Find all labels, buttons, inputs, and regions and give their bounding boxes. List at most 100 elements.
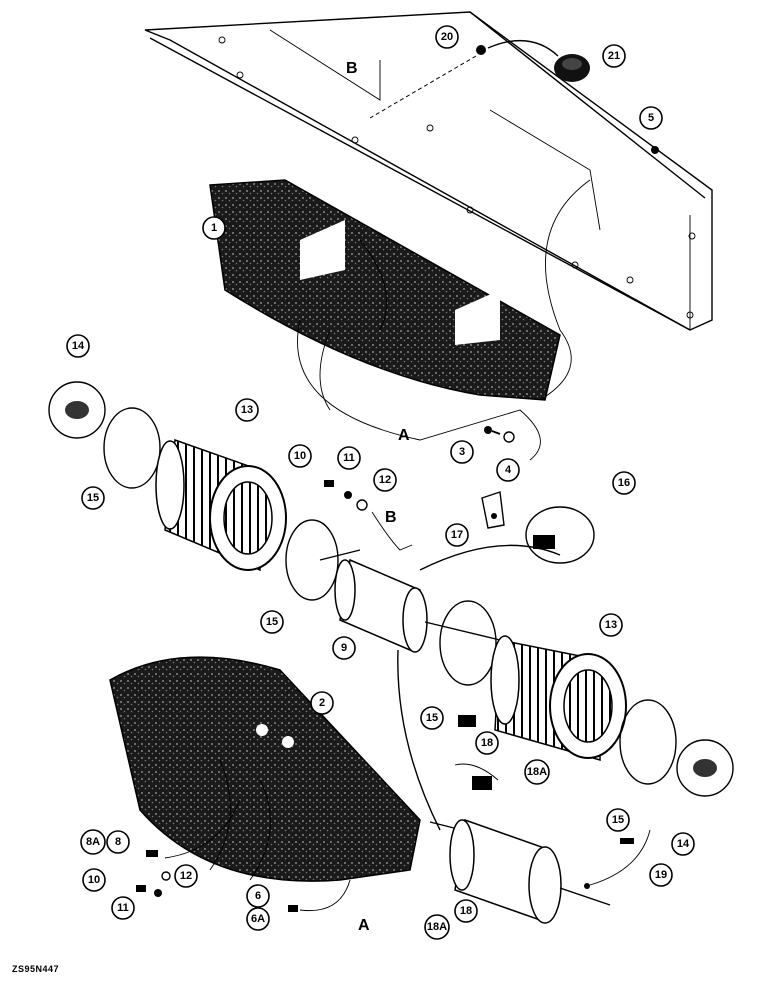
leader-8 bbox=[164, 799, 241, 859]
callout-17: 17 bbox=[445, 523, 469, 547]
svg-text:8A: 8A bbox=[86, 836, 100, 848]
letter-a-bottom: A bbox=[358, 917, 370, 934]
nut-11-lower bbox=[154, 889, 162, 897]
ring-15-c bbox=[439, 600, 497, 686]
callout-3: 3 bbox=[450, 440, 474, 464]
svg-text:16: 16 bbox=[618, 477, 630, 489]
callout-11-upper: 11 bbox=[337, 446, 361, 470]
svg-text:14: 14 bbox=[72, 340, 85, 352]
letter-b-mid: B bbox=[385, 509, 397, 526]
svg-text:3: 3 bbox=[459, 446, 465, 458]
letter-b-top: B bbox=[346, 60, 358, 77]
callout-6: 6 bbox=[246, 884, 270, 908]
letter-a-mid: A bbox=[398, 427, 410, 444]
callout-11-lower: 11 bbox=[111, 896, 135, 920]
svg-text:18A: 18A bbox=[527, 766, 547, 778]
harness-19 bbox=[584, 829, 651, 889]
callout-12-lower: 12 bbox=[174, 864, 198, 888]
plug-20 bbox=[476, 45, 486, 55]
svg-text:4: 4 bbox=[505, 464, 512, 476]
svg-text:18: 18 bbox=[481, 737, 493, 749]
clamp-16 bbox=[525, 506, 595, 564]
svg-text:13: 13 bbox=[605, 619, 617, 631]
motor-18 bbox=[429, 818, 611, 924]
callout-6a: 6A bbox=[246, 907, 270, 931]
svg-text:15: 15 bbox=[612, 814, 624, 826]
motor-9 bbox=[319, 549, 501, 653]
svg-text:10: 10 bbox=[294, 450, 306, 462]
leader-b-top bbox=[369, 55, 477, 119]
connector-18 bbox=[458, 715, 476, 727]
svg-text:14: 14 bbox=[677, 838, 690, 850]
callout-20: 20 bbox=[435, 25, 459, 49]
svg-text:5: 5 bbox=[648, 112, 654, 124]
leader-a-lower bbox=[299, 879, 351, 912]
svg-text:12: 12 bbox=[180, 870, 192, 882]
upper-insulator bbox=[209, 179, 561, 411]
callout-13-left: 13 bbox=[235, 398, 259, 422]
callout-21: 21 bbox=[602, 44, 626, 68]
lower-insulator bbox=[109, 656, 421, 882]
screw-3 bbox=[484, 426, 501, 435]
drawing-number: ZS95N447 bbox=[12, 964, 60, 974]
ground-wire bbox=[371, 511, 413, 551]
washer-12-lower bbox=[161, 871, 171, 881]
svg-text:21: 21 bbox=[608, 50, 620, 62]
callout-15-b: 15 bbox=[260, 610, 284, 634]
arrow-motor-clamp bbox=[419, 544, 561, 571]
detail-14-lower bbox=[676, 739, 734, 797]
callout-18-upper: 18 bbox=[475, 731, 499, 755]
callout-18-lower: 18 bbox=[454, 899, 478, 923]
arrow-20-21 bbox=[487, 39, 559, 57]
callout-18a-upper: 18A bbox=[524, 759, 550, 785]
blower-wheel-13-left bbox=[155, 438, 287, 572]
nut-11 bbox=[344, 491, 352, 499]
svg-text:19: 19 bbox=[655, 869, 667, 881]
callout-13-right: 13 bbox=[599, 613, 623, 637]
callout-15-a: 15 bbox=[81, 486, 105, 510]
callout-19: 19 bbox=[649, 863, 673, 887]
bracket-17 bbox=[481, 491, 505, 529]
callout-12-upper: 12 bbox=[373, 468, 397, 492]
callout-8: 8 bbox=[106, 830, 130, 854]
arrow-motor-18 bbox=[397, 649, 441, 831]
callout-1: 1 bbox=[202, 216, 226, 240]
svg-text:11: 11 bbox=[117, 902, 129, 914]
screw-6 bbox=[288, 905, 298, 912]
callout-5: 5 bbox=[639, 106, 663, 130]
plug-5 bbox=[651, 146, 659, 154]
svg-text:9: 9 bbox=[341, 642, 347, 654]
leader-a-upper bbox=[539, 179, 591, 401]
blower-wheel-13-right bbox=[490, 635, 627, 761]
housing-panel bbox=[144, 11, 713, 331]
grommet-21 bbox=[554, 54, 590, 82]
svg-text:8: 8 bbox=[115, 836, 121, 848]
ring-15-a bbox=[103, 407, 161, 489]
svg-text:15: 15 bbox=[266, 616, 278, 628]
callout-16: 16 bbox=[612, 471, 636, 495]
callout-10-lower: 10 bbox=[82, 868, 106, 892]
callout-9: 9 bbox=[332, 636, 356, 660]
callout-15-c: 15 bbox=[420, 706, 444, 730]
ring-15-d bbox=[619, 699, 677, 785]
detail-14-upper bbox=[48, 381, 106, 439]
ring-15-b bbox=[285, 519, 339, 601]
washer-12 bbox=[356, 499, 368, 511]
svg-text:15: 15 bbox=[426, 712, 438, 724]
callout-2: 2 bbox=[310, 691, 334, 715]
svg-text:20: 20 bbox=[441, 31, 453, 43]
svg-text:11: 11 bbox=[343, 452, 355, 464]
svg-text:13: 13 bbox=[241, 404, 253, 416]
harness-18a bbox=[454, 763, 499, 781]
svg-text:12: 12 bbox=[379, 474, 391, 486]
svg-text:18A: 18A bbox=[427, 921, 447, 933]
svg-text:10: 10 bbox=[88, 874, 100, 886]
callout-4: 4 bbox=[496, 458, 520, 482]
callout-15-d: 15 bbox=[606, 808, 630, 832]
svg-text:15: 15 bbox=[87, 492, 99, 504]
callout-14-lower: 14 bbox=[671, 832, 695, 856]
callout-8a: 8A bbox=[80, 829, 106, 855]
svg-text:2: 2 bbox=[319, 697, 325, 709]
callout-18a-lower: 18A bbox=[424, 914, 450, 940]
